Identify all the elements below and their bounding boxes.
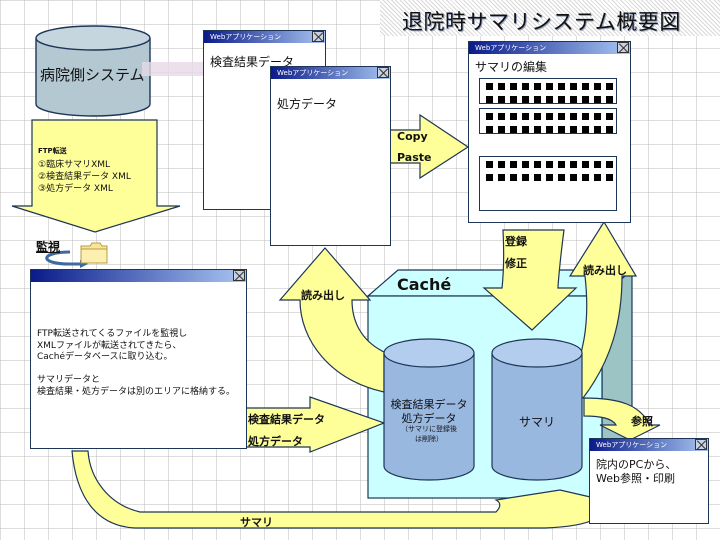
summary-field-1[interactable] [479, 78, 617, 104]
title-band [380, 0, 720, 36]
close-icon[interactable] [233, 270, 245, 281]
folder-icon[interactable] [80, 242, 108, 264]
close-icon[interactable] [377, 67, 389, 78]
read-left-label: 読み出し [301, 289, 345, 302]
to-cache-label-2: 処方データ [248, 435, 303, 448]
lab-db-cylinder [383, 338, 475, 481]
summary-loop-label: サマリ [240, 516, 273, 529]
copy-paste-arrow [389, 113, 470, 180]
window-title: Webアプリケーション [277, 69, 349, 77]
to-cache-label-1: 検査結果データ [248, 413, 325, 426]
importer-line: サマリデータと [37, 375, 101, 385]
summary-db-cylinder [491, 338, 583, 481]
summary-field-2[interactable] [479, 108, 617, 134]
read-right-label: 読み出し [583, 264, 627, 277]
ftp-item-2: ②検査結果データ XML [38, 172, 131, 182]
window-content: サマリの編集 [475, 60, 548, 74]
monitor-label: 監視 [36, 240, 61, 254]
to-cache-arrow [245, 396, 386, 453]
lab-db-label-2: 処方データ [401, 412, 457, 425]
window-titlebar[interactable]: Webアプリケーション [204, 31, 325, 43]
importer-line: XMLファイルが転送されてきたら、 [37, 340, 182, 351]
importer-line: Cachéデータベースに取り込む。 [37, 352, 173, 362]
hospital-db-cylinder [35, 25, 151, 117]
lab-db-note-2: は削除） [415, 435, 443, 443]
window-titlebar[interactable]: Webアプリケーション [271, 67, 390, 79]
reference-label: 参照 [631, 415, 653, 428]
close-icon[interactable] [312, 31, 324, 42]
modify-label: 修正 [505, 257, 527, 270]
window-titlebar[interactable]: Webアプリケーション [590, 439, 708, 451]
window-summary-edit[interactable]: Webアプリケーション サマリの編集 [468, 41, 631, 223]
importer-line: FTP転送されてくるファイルを監視し [37, 329, 188, 339]
lab-db-note-1: （サマリに登録後 [401, 425, 457, 433]
importer-spacer [37, 364, 240, 376]
importer-line: 検査結果・処方データは別のエリアに格納する。 [37, 386, 236, 397]
window-content: Web参照・印刷 [596, 472, 675, 485]
close-icon[interactable] [617, 42, 629, 53]
lab-db-label-1: 検査結果データ [390, 398, 468, 411]
highlight-strip [142, 62, 208, 76]
window-title: Webアプリケーション [475, 44, 547, 52]
register-label: 登録 [505, 235, 527, 248]
summary-field-3[interactable] [479, 156, 617, 211]
ftp-arrow [11, 119, 181, 233]
read-right-arrow [560, 220, 638, 399]
window-importer[interactable]: FTP転送されてくるファイルを監視し XMLファイルが転送されてきたら、 Cac… [30, 269, 247, 449]
summary-db-label: サマリ [518, 415, 555, 429]
window-titlebar[interactable]: Webアプリケーション [469, 42, 630, 54]
window-content: 院内のPCから、 [596, 458, 677, 471]
window-prescription[interactable]: Webアプリケーション 処方データ [270, 66, 391, 246]
window-titlebar[interactable] [31, 270, 246, 282]
cache-label: Caché [397, 275, 452, 294]
register-arrow [482, 229, 578, 331]
close-icon[interactable] [695, 439, 707, 450]
diagram-title: 退院時サマリシステム概要図 [402, 10, 681, 34]
copy-label: Copy [397, 130, 428, 143]
window-content: 処方データ [277, 97, 338, 111]
window-title: Webアプリケーション [596, 441, 668, 449]
hospital-system-label: 病院側システム [40, 66, 145, 84]
window-title: Webアプリケーション [210, 33, 282, 41]
window-hospital-pc[interactable]: Webアプリケーション 院内のPCから、 Web参照・印刷 [589, 438, 709, 524]
ftp-item-3: ③処方データ XML [38, 184, 113, 194]
ftp-item-1: ①臨床サマリXML [38, 160, 111, 170]
paste-label: Paste [397, 151, 432, 164]
window-content: 検査結果データ [210, 55, 295, 69]
ftp-heading: FTP転送 [38, 147, 67, 155]
